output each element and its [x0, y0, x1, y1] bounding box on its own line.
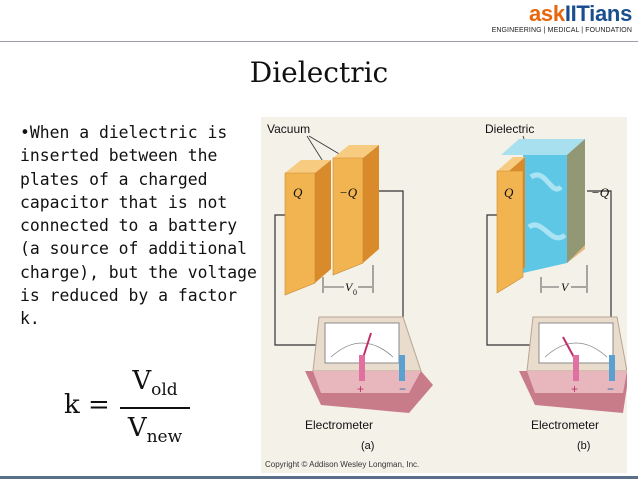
- minus-a: −: [399, 382, 406, 396]
- asklitians-logo: askIITians ENGINEERING | MEDICAL | FOUND…: [491, 2, 633, 35]
- terminal-a-pos: [359, 355, 365, 381]
- capacitor-electrometer-figure: Vacuum Q −Q V 0 + − Electrometer (a) Die…: [261, 117, 627, 473]
- charge-b-neg: −Q: [591, 185, 610, 200]
- dielectric-slab-front: [523, 155, 567, 273]
- logo-ask: ask: [529, 1, 565, 26]
- label-vacuum: Vacuum: [267, 122, 310, 136]
- logo-tagline: ENGINEERING | MEDICAL | FOUNDATION: [491, 27, 632, 34]
- bullet-text: When a dielectric is inserted between th…: [20, 123, 257, 329]
- charge-a-neg: −Q: [339, 185, 358, 200]
- plus-a: +: [357, 382, 364, 396]
- logo-wordmark: askIITians: [492, 2, 632, 26]
- electrometer-b-label: Electrometer: [531, 418, 599, 432]
- bullet-paragraph: •When a dielectric is inserted between t…: [20, 121, 265, 331]
- bullet-marker: •: [20, 123, 30, 142]
- figure-copyright: Copyright © Addison Wesley Longman, Inc.: [265, 460, 419, 469]
- label-dielectric: Dielectric: [485, 122, 534, 136]
- plate-a-pos-top: [285, 160, 331, 173]
- plate-b-pos-top: [497, 157, 525, 171]
- formula-lhs: k =: [64, 390, 110, 420]
- charge-a-pos: Q: [293, 185, 303, 200]
- logo-iitians: IITians: [564, 1, 632, 26]
- plate-b-neg: [567, 139, 585, 263]
- plate-a-pos: [284, 172, 316, 296]
- panel-b-label: (b): [577, 440, 590, 452]
- formula-denominator: Vnew: [127, 413, 183, 447]
- terminal-b-neg: [609, 355, 615, 381]
- panel-a-label: (a): [361, 440, 374, 452]
- plate-a-pos-side: [315, 160, 331, 283]
- voltage-b: V: [561, 280, 570, 294]
- plus-b: +: [571, 382, 578, 396]
- header-divider: [0, 41, 638, 42]
- minus-b: −: [607, 382, 614, 396]
- terminal-a-neg: [399, 355, 405, 381]
- plate-b-pos: [496, 170, 524, 294]
- plate-a-neg: [332, 157, 364, 276]
- electrometer-a-label: Electrometer: [305, 418, 373, 432]
- dielectric-slab-top: [501, 139, 585, 155]
- formula-fraction: Vold Vnew: [120, 364, 190, 456]
- voltage-a: V: [345, 280, 354, 294]
- footer-bar: [0, 476, 638, 479]
- charge-b-pos: Q: [504, 185, 514, 200]
- plate-a-neg-top: [333, 145, 379, 158]
- plate-a-neg-side: [363, 145, 379, 263]
- slide-title: Dielectric: [249, 56, 389, 89]
- formula-numerator: Vold: [120, 364, 190, 409]
- voltage-a-sub: 0: [353, 288, 357, 297]
- terminal-b-pos: [573, 355, 579, 381]
